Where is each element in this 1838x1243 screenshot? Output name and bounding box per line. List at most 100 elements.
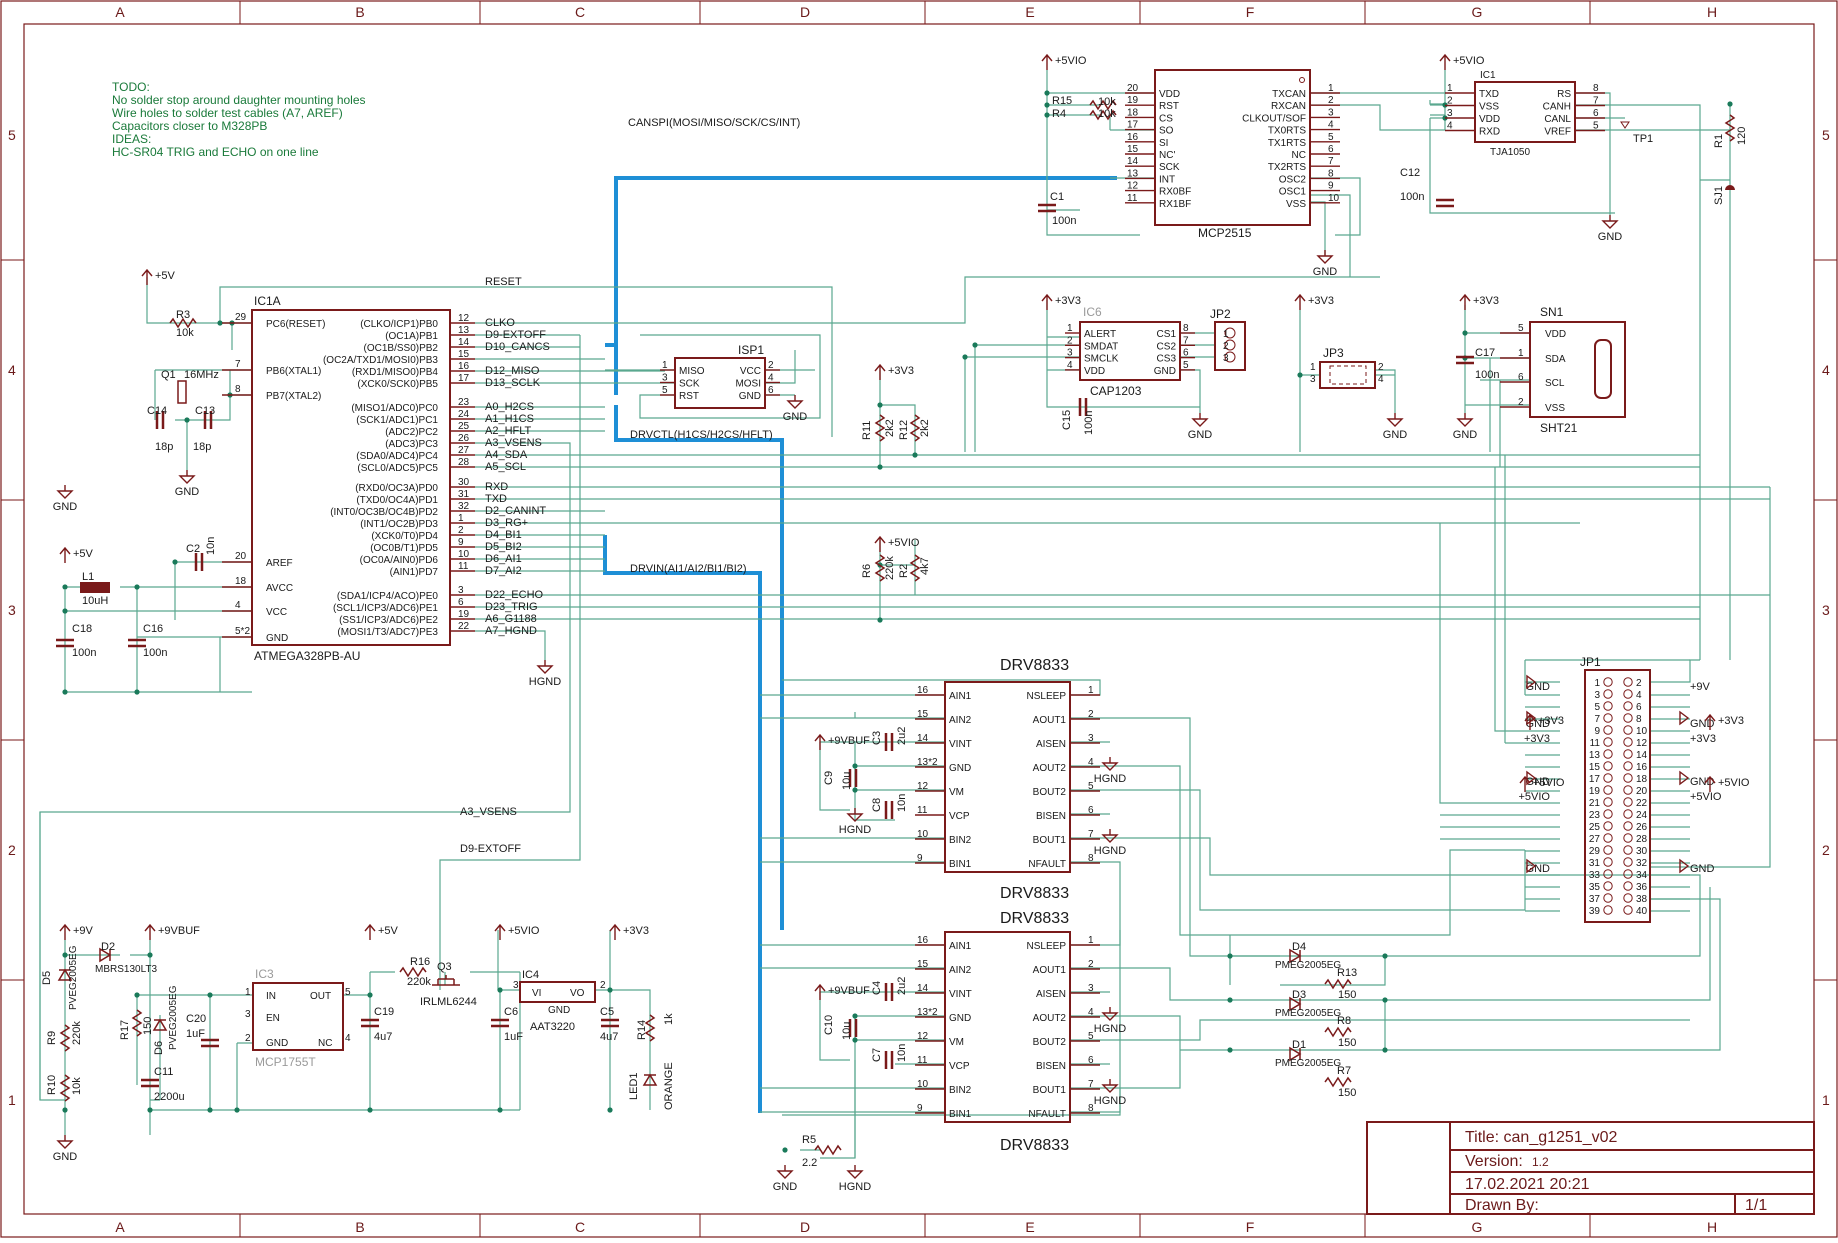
isp-ref: ISP1 <box>738 343 764 357</box>
jp1-pad <box>1623 773 1633 783</box>
ref-c3: C3 <box>871 731 883 745</box>
value-c5: 4u7 <box>600 1031 618 1043</box>
drv8833-pin-number: 15 <box>917 959 929 970</box>
drv8833-pin-name: BOUT2 <box>1033 1037 1067 1048</box>
drv8833-pin-number: 13*2 <box>917 757 938 768</box>
sht21-pin-name: SDA <box>1545 354 1566 365</box>
ref-c18: C18 <box>72 623 92 635</box>
junction-dot <box>607 987 613 993</box>
drv8833-pin-number: 3 <box>1088 733 1094 744</box>
jp1-pin-number: 17 <box>1589 774 1601 785</box>
ground-symbol <box>1526 710 1537 726</box>
resistor-r15 <box>1089 99 1117 111</box>
jp1-pad <box>1603 785 1613 795</box>
ground-label: GND <box>175 486 200 498</box>
junction-dot <box>1044 102 1050 108</box>
frame-col-label: H <box>1707 4 1717 20</box>
value-c3: 2u2 <box>896 727 908 745</box>
ground-symbol <box>776 1165 794 1179</box>
ref-c17: C17 <box>1475 347 1495 359</box>
resistor-150 <box>1324 978 1352 990</box>
mcu-pin-number: 11 <box>458 561 469 572</box>
drv8833-pin-name: VCP <box>949 811 970 822</box>
value-c1: 100n <box>1052 215 1076 227</box>
inductor-l1 <box>80 582 110 593</box>
value-resistor: 150 <box>1338 1037 1356 1049</box>
ground-symbol <box>846 808 864 822</box>
jp1-pin-number: 39 <box>1589 906 1601 917</box>
jp1-pad <box>1603 821 1613 831</box>
mcu-net-label: RXD <box>485 481 508 493</box>
jp1-pad <box>1603 893 1613 903</box>
ref-q1: Q1 <box>161 369 176 381</box>
jp1-pin-number: 1 <box>1594 678 1600 689</box>
mcp2515-pin-name: RST <box>1159 101 1179 112</box>
power-symbol <box>1439 53 1451 70</box>
jp1-pad <box>1603 677 1613 687</box>
cap1203-pin-number: 6 <box>1183 348 1189 359</box>
mcu-net-label: D22_ECHO <box>485 589 544 601</box>
isp-pin-name: MOSI <box>735 379 761 390</box>
mcp2515-pin-number: 17 <box>1127 120 1139 131</box>
power-symbol <box>609 923 621 940</box>
frame-col-label: F <box>1246 4 1255 20</box>
junction-dot <box>147 952 153 958</box>
cap1203-pin-name: CS1 <box>1157 329 1177 340</box>
power-symbol <box>874 363 886 380</box>
tja1050-pin-name: VREF <box>1544 127 1571 138</box>
jp1-pad <box>1603 797 1613 807</box>
jp1-pin-number: 36 <box>1636 882 1648 893</box>
value-d5: PVEG2005EG <box>68 945 79 1010</box>
jp1-right-label: GND <box>1690 863 1715 875</box>
ground-symbol <box>536 660 554 674</box>
bus-label-drvctl: DRVCTL(H1CS/H2CS/HFLT) <box>630 429 773 441</box>
resistor-r3 <box>169 317 197 329</box>
jp1-pin-number: 12 <box>1636 738 1648 749</box>
net-label-d9extoff: D9-EXTOFF <box>460 843 521 855</box>
bus-label-drvin: DRVIN(AI1/AI2/BI1/BI2) <box>630 563 747 575</box>
value-c2: 10n <box>205 537 217 555</box>
resistor-150 <box>1324 1076 1352 1088</box>
power-symbol <box>1519 775 1531 792</box>
ref-r2: R2 <box>898 564 910 578</box>
mcu-ref: IC1A <box>254 294 281 308</box>
jp1-left-label: +5VIO <box>1519 791 1551 803</box>
ref-c19: C19 <box>374 1006 394 1018</box>
tja-ref: IC1 <box>1480 70 1496 81</box>
mcu-pin-number: 19 <box>458 609 470 620</box>
power-label: +5VIO <box>1055 55 1087 67</box>
jp1-pin-number: 6 <box>1636 702 1642 713</box>
mcu-pin-name: (SS1/ICP3/ADC6)PE2 <box>339 615 438 626</box>
drv8833-pin-number: 9 <box>917 1103 923 1114</box>
jp1-pin-number: 32 <box>1636 858 1648 869</box>
svg-text:2: 2 <box>1378 362 1384 373</box>
ground-symbol <box>178 470 196 484</box>
regulator-ic4 <box>519 981 596 1003</box>
mcu-pin-number: 16 <box>458 361 470 372</box>
value-c20: 1uF <box>186 1028 205 1040</box>
jp1-pad <box>1603 689 1613 699</box>
value-r2: 4k7 <box>919 557 931 575</box>
mcu-pin-number: 9 <box>458 537 464 548</box>
mcu-pin-number: 10 <box>458 549 470 560</box>
note-line: No solder stop around daughter mounting … <box>112 93 366 107</box>
frame-col-label: H <box>1707 1219 1717 1235</box>
note-line: Wire holes to solder test cables (A7, AR… <box>112 106 343 120</box>
mcu-pin-name: (RXD0/OC3A)PD0 <box>355 483 438 494</box>
value-diode: PMEG2005EG <box>1275 1058 1341 1069</box>
jp1-pin-number: 21 <box>1589 798 1601 809</box>
junction-dot <box>207 992 213 998</box>
value-d6: PVEG2005EG <box>168 985 179 1050</box>
mcu-pin-number: 12 <box>458 313 470 324</box>
mcu-pin-number: 23 <box>458 397 470 408</box>
mcu-pin-name: (OC0B/T1)PD5 <box>370 543 438 554</box>
mcu-ic1a: IC1A ATMEGA328PB-AU 29PC6(RESET)7PB6(XTA… <box>222 294 550 663</box>
bus-label-canspi: CANSPI(MOSI/MISO/SCK/CS/INT) <box>628 117 800 129</box>
mcp2515-pin-name: INT <box>1159 174 1175 185</box>
ref-diode: D1 <box>1292 1039 1306 1051</box>
jp1-pad <box>1623 881 1633 891</box>
tja1050-pin-number: 8 <box>1593 83 1599 94</box>
drv8833-pin-number: 8 <box>1088 853 1094 864</box>
value-c12: 100n <box>1400 191 1424 203</box>
